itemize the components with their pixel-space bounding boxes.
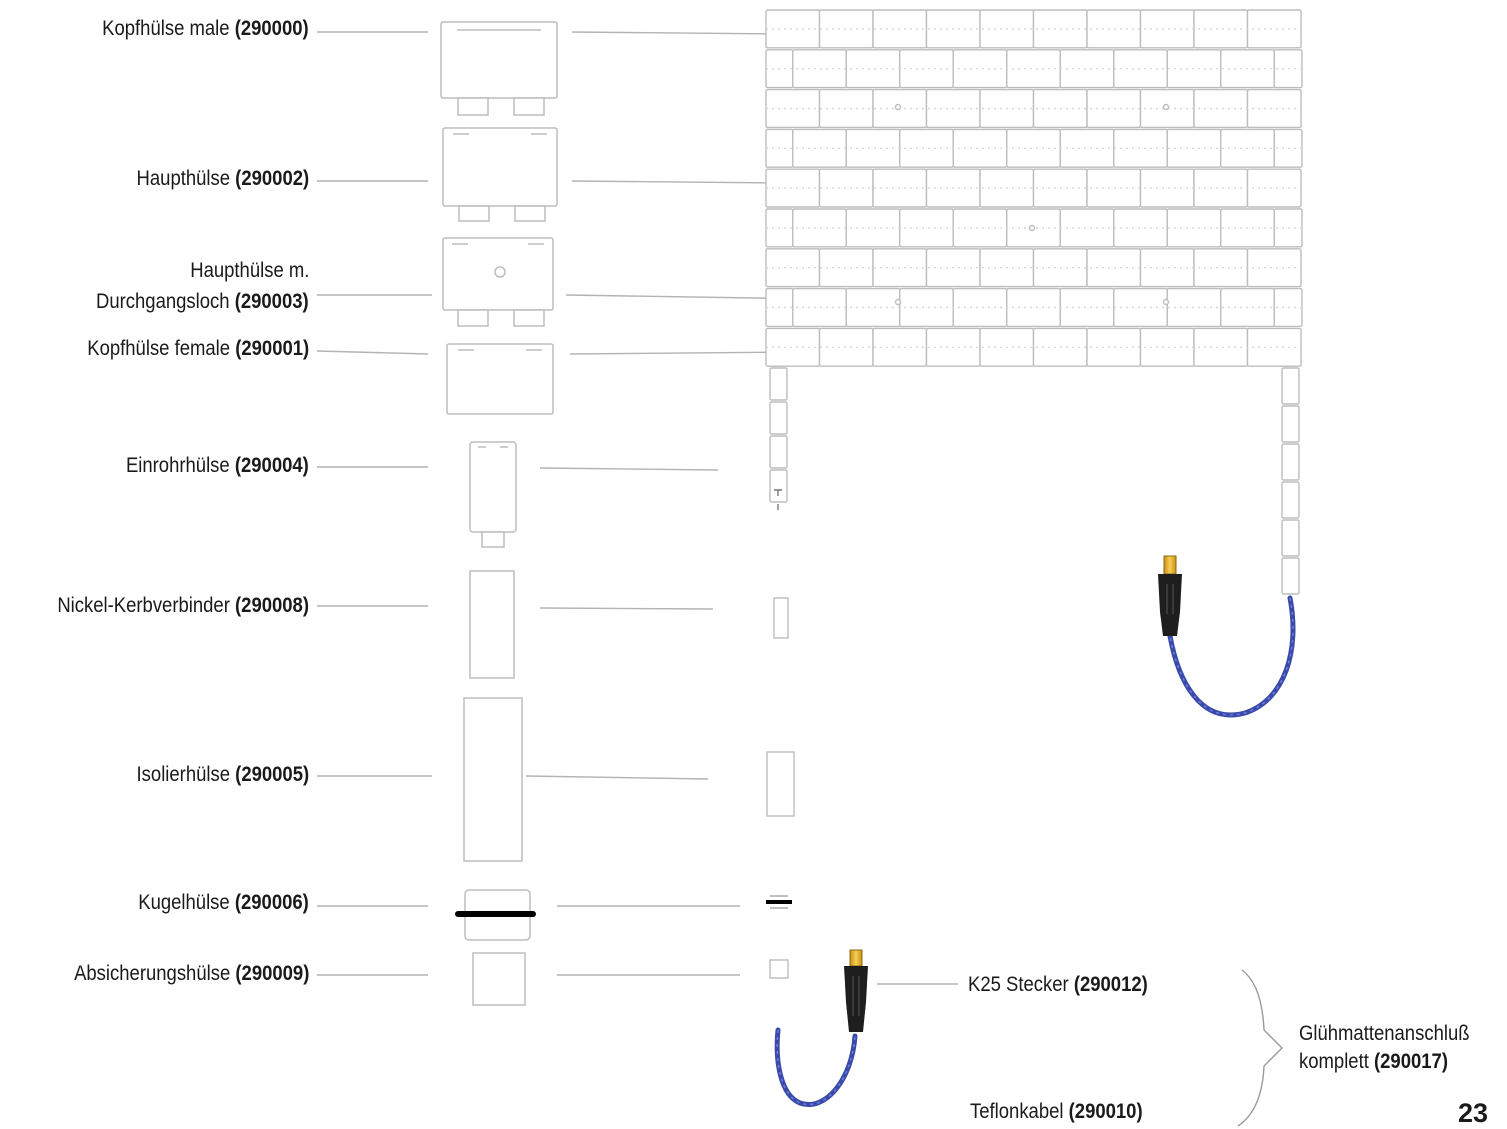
mat-sleeve [1193,248,1249,288]
mat-sleeve [1139,248,1195,288]
label-teflonkabel: Teflonkabel (290010) [970,1100,1143,1123]
leader-lines-left [316,31,432,976]
label-absicherungshuelse: Absicherungshülse (290009) [73,962,309,985]
mat-sleeve [1006,287,1061,328]
label-kopfhuelse-male: Kopfhülse male (290000) [102,17,309,40]
label-k25-stecker: K25 Stecker (290012) [968,973,1148,996]
strand-left-end [774,489,782,510]
mat-sleeve [1059,287,1115,328]
mat-sleeve [952,49,1008,89]
nickel-kerbverbinder-small [773,597,789,639]
strand-right-sleeve [1281,443,1300,481]
strand-right-sleeve [1281,405,1300,443]
haupthuelse-loch-drawing [442,237,554,327]
mat-plug-tip [1163,555,1177,575]
mat-sleeve [1193,9,1249,49]
label-kopfhuelse-female: Kopfhülse female (290001) [87,337,309,360]
small-parts [766,597,795,979]
mat-sleeve [1246,88,1302,129]
mat-sleeve [899,49,954,89]
mat-sleeve [899,287,954,328]
absicherungshuelse-drawing [472,952,526,1006]
nickel-kerbverbinder-drawing [469,570,515,679]
label-haupthuelse-durchgangsloch: Haupthülse m. [189,259,309,282]
mat-sleeve [765,327,821,367]
label-haupthuelse: Haupthülse (290002) [136,167,309,190]
mat-sleeve [1193,168,1249,208]
mat-sleeve [1006,49,1061,89]
mat-plug-body [1158,574,1182,636]
mat-sleeve [1139,9,1195,49]
mat-sleeve [1246,327,1302,367]
label-gluehmattenanschluss-line2: komplett (290017) [1299,1050,1448,1073]
mat-sleeve [1193,88,1249,129]
kopfhuelse-female-drawing [446,343,554,415]
label-nickel-kerbverbinder: Nickel-Kerbverbinder (290008) [57,594,309,617]
leader-lines-right [525,31,958,985]
absicherungshuelse-small [769,959,789,979]
label-kugelhuelse: Kugelhülse (290006) [138,891,309,914]
k25-stecker-drawing [774,949,868,1107]
brace [1237,969,1283,1127]
mat-sleeve [1059,128,1115,168]
mat-hole [1162,298,1170,306]
mat-sleeve [1139,168,1195,208]
label-isolierhuelse: Isolierhülse (290005) [136,763,309,786]
mat-sleeve [899,128,954,168]
mat-sleeve [845,287,901,328]
mat-hole [1162,103,1170,111]
mat-sleeve [952,287,1008,328]
strand-left-sleeve [769,401,788,435]
isolierhuelse-drawing [463,697,523,862]
mat-hole [894,298,902,306]
kopfhuelse-male-drawing [440,21,558,116]
kugelhuelse-small [770,895,788,909]
mat-sleeve [845,49,901,89]
isolierhuelse-small [766,751,795,817]
mat-sleeve [1246,9,1302,49]
mat-sleeve [952,128,1008,168]
heating-mat [765,9,1303,595]
k25-plug-body [844,966,868,1032]
mat-sleeve [1246,168,1302,208]
strand-left-sleeve [769,435,788,469]
mat-sleeve [1139,327,1195,367]
mat-sleeve [1246,248,1302,288]
mat-hole [894,103,902,111]
mat-sleeve [952,208,1008,248]
page-number: 23 [1458,1098,1489,1128]
mat-sleeve [1059,49,1115,89]
k25-plug-tip [849,949,863,967]
label-haupthuelse-durchgangsloch-2: Durchgangsloch (290003) [96,290,309,313]
haupthuelse-drawing [442,127,558,222]
mat-sleeve [765,88,821,129]
strand-right-sleeve [1281,481,1300,519]
einrohrhuelse-drawing [469,441,517,548]
mat-sleeve [1193,327,1249,367]
mat-sleeve [899,208,954,248]
strand-left-sleeve [769,469,788,503]
mat-hole [1028,224,1036,232]
mat-sleeve [765,168,821,208]
mat-sleeve [765,9,821,49]
strand-right-sleeve [1281,519,1300,557]
mat-cable [1167,595,1296,718]
mat-sleeve [765,248,821,288]
strand-right-sleeve [1281,557,1300,595]
mat-sleeve [1006,128,1061,168]
mat-sleeve [845,208,901,248]
mat-connector [1158,555,1296,718]
mat-sleeve [845,128,901,168]
mat-sleeve [1059,208,1115,248]
strand-left-sleeve [769,367,788,401]
label-einrohrhuelse: Einrohrhülse (290004) [126,454,309,477]
part-drawings [440,21,558,1006]
strand-right-sleeve [1281,367,1300,405]
label-gluehmattenanschluss-line1: Glühmattenanschluß [1299,1022,1470,1045]
